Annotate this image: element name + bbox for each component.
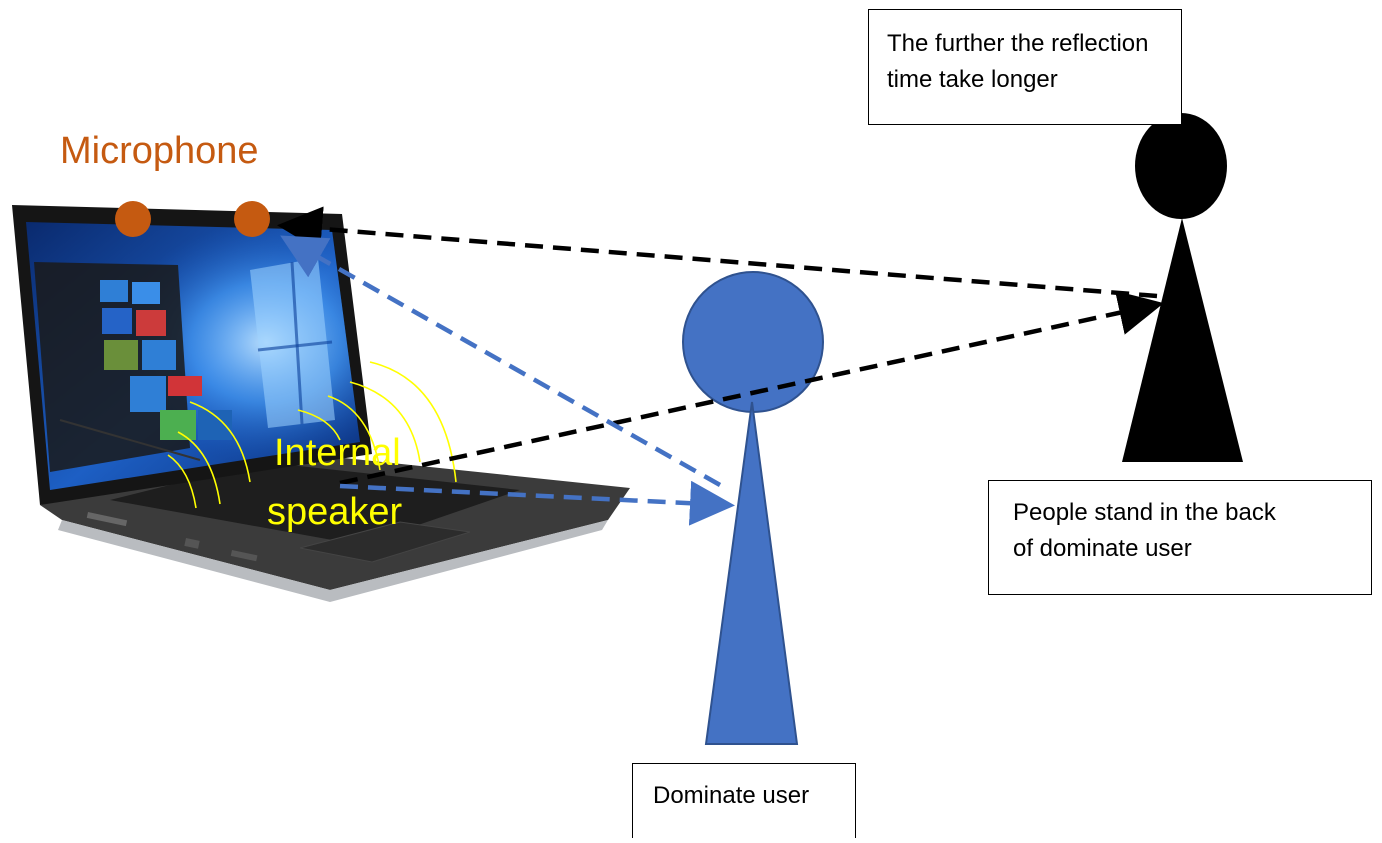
dominate-user-label: Dominate user [653,782,810,809]
person-body-icon [1122,218,1243,462]
microphone-dot-icon [115,201,151,237]
reflection-note-box: The further the reflection time take lon… [868,9,1182,125]
back-people-note-line: of dominate user [1013,535,1192,562]
dominate-user-figure [682,271,824,745]
microphone-label: Microphone [60,130,259,172]
person-head-icon [1135,113,1227,219]
reflection-note-line: The further the reflection [887,30,1149,57]
dominate-user-note-box: Dominate user [632,763,856,838]
back-people-note-box: People stand in the back of dominate use… [988,480,1372,595]
back-people-note-line: People stand in the back [1013,499,1276,526]
internal-speaker-label-line1: Internal [274,432,401,474]
speaker-arrow-to-user [339,480,735,526]
laptop-icon [12,205,630,602]
reflection-note-line: time take longer [887,66,1058,93]
reflection-arrow-to-microphone [277,206,1158,299]
person-body-icon [704,401,799,745]
internal-speaker-label-line2: speaker [267,491,403,533]
back-person-figure [1122,113,1243,462]
microphone-dot-icon [234,201,270,237]
